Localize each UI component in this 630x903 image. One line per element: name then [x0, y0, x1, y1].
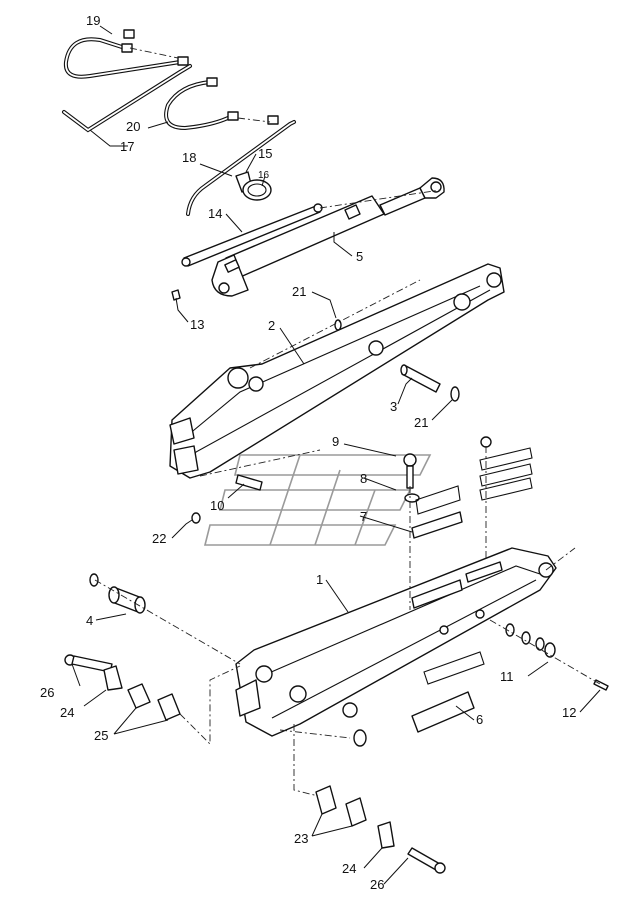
boom-arm-2 [169, 263, 505, 479]
snap-ring-lower [353, 729, 367, 747]
bracket-24b [377, 821, 395, 849]
callout-1: 1 [316, 572, 323, 587]
pin-10 [235, 474, 263, 491]
callout-21a: 21 [292, 284, 306, 299]
callout-9: 9 [332, 434, 339, 449]
callout-2: 2 [268, 318, 275, 333]
hydraulic-cylinder-5 [211, 177, 445, 297]
pin-4 [89, 573, 146, 614]
blocks-25 [127, 683, 181, 721]
hose-19 [63, 37, 189, 79]
grease-nipple-13 [171, 289, 181, 301]
assembly-lines [94, 47, 601, 797]
plate-stack-right [479, 436, 533, 501]
washers-11 [505, 623, 556, 658]
callout-18: 18 [182, 150, 196, 165]
bolt-9 [403, 453, 417, 489]
hose-20 [164, 77, 239, 131]
callout-14: 14 [208, 206, 222, 221]
slide-pad-6 [411, 651, 485, 733]
callout-22: 22 [152, 531, 166, 546]
bracket-24a [103, 665, 123, 691]
callout-16: 16 [258, 170, 270, 181]
pin-3 [400, 364, 441, 393]
pin-14 [181, 203, 323, 267]
callout-15: 15 [258, 146, 272, 161]
callout-8: 8 [360, 471, 367, 486]
callout-21b: 21 [414, 415, 428, 430]
callout-23: 23 [294, 831, 308, 846]
clamp-ring-16 [242, 179, 272, 201]
callout-5: 5 [356, 249, 363, 264]
callout-19: 19 [86, 13, 100, 28]
washer-8 [404, 493, 420, 503]
callout-25: 25 [94, 728, 108, 743]
callout-labels: 19 17 20 18 15 16 14 5 13 21 2 3 21 9 8 … [40, 13, 576, 892]
callout-12: 12 [562, 705, 576, 720]
blocks-23 [315, 785, 367, 827]
bolt-26b [407, 847, 446, 874]
callout-24b: 24 [342, 861, 356, 876]
callout-24a: 24 [60, 705, 74, 720]
callout-20: 20 [126, 119, 140, 134]
wear-plate-7 [411, 485, 463, 539]
snap-ring-21a [334, 319, 342, 331]
callout-13: 13 [190, 317, 204, 332]
callout-26a: 26 [40, 685, 54, 700]
callout-4: 4 [86, 613, 93, 628]
callout-10: 10 [210, 498, 224, 513]
leader-lines [71, 25, 601, 885]
callout-3: 3 [390, 399, 397, 414]
steel-pipe-18 [186, 115, 296, 216]
callout-7: 7 [360, 509, 367, 524]
watermark-logo [203, 454, 432, 546]
steel-pipe-17 [62, 29, 192, 133]
snap-ring-21b [450, 386, 460, 402]
snap-ring-22 [191, 512, 201, 524]
callout-26b: 26 [370, 877, 384, 892]
boom-arm-1 [235, 547, 557, 737]
callout-11: 11 [500, 669, 514, 684]
callout-17: 17 [120, 139, 134, 154]
callout-6: 6 [476, 712, 483, 727]
